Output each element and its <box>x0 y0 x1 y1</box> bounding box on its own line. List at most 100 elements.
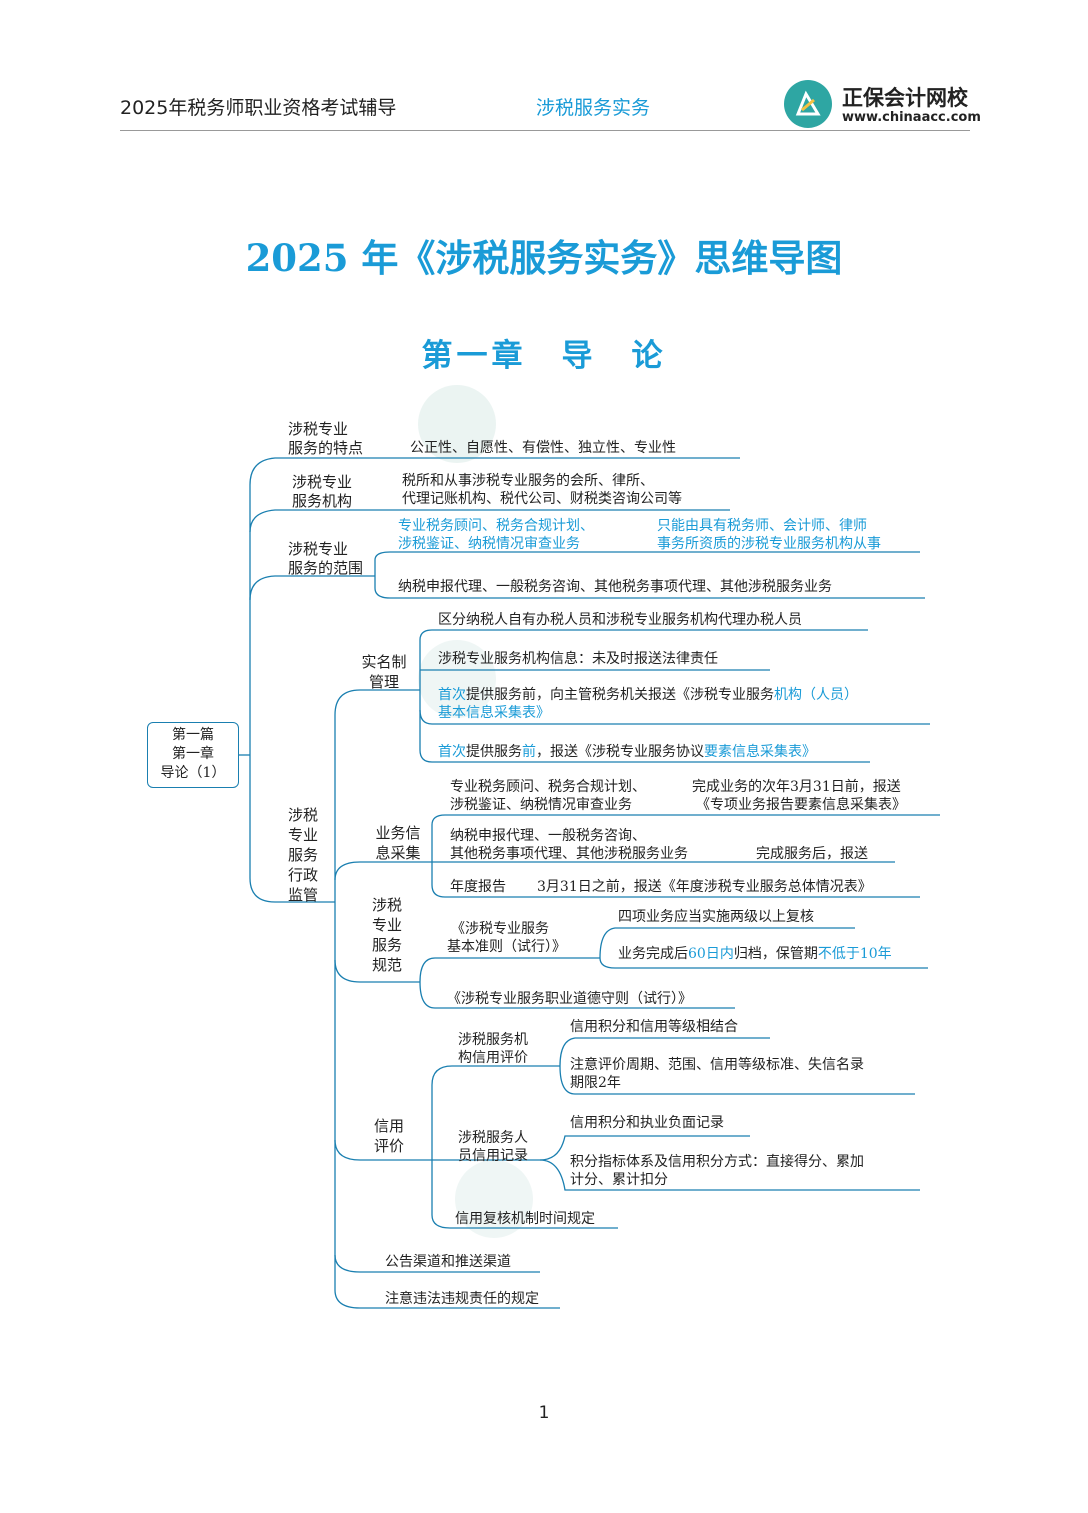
text-part: 归档，保管期 <box>733 946 818 962</box>
text-line: 完成业务的次年3月31日前，报送 <box>692 779 901 795</box>
text-line: 事务所资质的涉税专业服务机构从事 <box>657 536 881 552</box>
credit-person-item-1: 信用积分和执业负面记录 <box>570 1115 724 1131</box>
watermark-icon <box>455 1160 533 1238</box>
norms-item-archive: 业务完成后60日内归档，保管期不低于10年 <box>618 945 892 963</box>
root-line-3: 导论（1） <box>160 765 226 781</box>
node-admin-supervision-label: 涉税 专业 服务 行政 监管 <box>283 805 323 905</box>
text-line: 专业税务顾问、税务合规计划、 <box>450 779 646 795</box>
node-realname-label: 实名制 管理 <box>356 652 412 692</box>
label-line: 信用 <box>373 1117 404 1135</box>
node-features-label: 涉税专业 服务的特点 <box>288 420 363 458</box>
node-norms-label: 涉税 专业 服务 规范 <box>363 895 411 975</box>
root-line-2: 第一章 <box>172 746 214 762</box>
logo-name: 正保会计网校 <box>842 86 968 110</box>
node-scope-a-note: 只能由具有税务师、会计师、律师 事务所资质的涉税专业服务机构从事 <box>657 517 881 553</box>
text-line: 只能由具有税务师、会计师、律师 <box>657 518 867 534</box>
chapter-title: 第一章 导 论 <box>421 338 667 374</box>
node-scope-b: 纳税申报代理、一般税务咨询、其他税务事项代理、其他涉税服务业务 <box>398 579 832 595</box>
text-line: 涉税服务人 <box>458 1130 528 1146</box>
text-line: 基本准则（试行）》 <box>447 939 566 955</box>
label-line: 监管 <box>287 886 318 904</box>
highlight-first: 首次 <box>438 744 466 760</box>
highlight-text: 基本信息采集表》 <box>438 705 550 721</box>
realname-item-2: 涉税专业服务机构信息：未及时报送法律责任 <box>438 651 718 667</box>
credit-review: 信用复核机制时间规定 <box>455 1211 595 1227</box>
business-item-1-note: 完成业务的次年3月31日前，报送 《专项业务报告要素信息采集表》 <box>692 778 906 814</box>
business-item-3-note: 3月31日之前，报送《年度涉税专业服务总体情况表》 <box>537 879 872 895</box>
node-scope-label: 涉税专业 服务的范围 <box>288 540 363 578</box>
text-line: 涉税鉴证、纳税情况审查业务 <box>398 536 580 552</box>
label-line: 息采集 <box>375 844 421 862</box>
realname-item-3: 首次提供服务前，向主管税务机关报送《涉税专业服务机构（人员） 基本信息采集表》 <box>438 686 858 722</box>
node-institutions-text: 税所和从事涉税专业服务的会所、律所、 代理记账机构、税代公司、财税类咨询公司等 <box>402 472 682 508</box>
root-line-1: 第一篇 <box>172 727 214 743</box>
label-line: 专业 <box>371 916 402 934</box>
header-subject: 涉税服务实务 <box>536 97 651 119</box>
highlight-text: 前 <box>522 744 536 760</box>
text-line: 《专项业务报告要素信息采集表》 <box>696 797 906 813</box>
label-line: 行政 <box>287 866 318 884</box>
text-line: 纳税申报代理、一般税务咨询、 <box>450 828 646 844</box>
credit-org-item-1: 信用积分和信用等级相结合 <box>570 1019 738 1035</box>
highlight-first: 首次 <box>438 687 466 703</box>
business-item-3: 年度报告 <box>450 879 506 895</box>
text-line: 期限2年 <box>570 1075 621 1091</box>
node-features-text: 公正性、自愿性、有偿性、独立性、专业性 <box>410 440 676 456</box>
label-line: 专业 <box>287 826 318 844</box>
highlight-text: 要素信息采集表》 <box>704 744 816 760</box>
text-part: 提供服务 <box>466 744 522 760</box>
node-business-label: 业务信 息采集 <box>368 823 428 863</box>
business-item-2: 纳税申报代理、一般税务咨询、 其他税务事项代理、其他涉税服务业务 <box>450 827 688 863</box>
label-line: 实名制 <box>361 653 407 671</box>
logo-icon <box>784 80 832 128</box>
label-line: 服务机构 <box>292 492 353 510</box>
norms-basic-standard: 《涉税专业服务 基本准则（试行）》 <box>447 920 566 956</box>
label-line: 涉税专业 <box>288 420 349 438</box>
text-part: 业务完成后 <box>618 946 688 962</box>
credit-org-item-2: 注意评价周期、范围、信用等级标准、失信名录 期限2年 <box>570 1056 864 1092</box>
label-line: 业务信 <box>375 824 421 842</box>
node-credit-label: 信用 评价 <box>367 1116 411 1156</box>
node-announce: 公告渠道和推送渠道 <box>385 1254 511 1270</box>
node-institutions-label: 涉税专业 服务机构 <box>292 473 352 511</box>
node-scope-a: 专业税务顾问、税务合规计划、 涉税鉴证、纳税情况审查业务 <box>398 517 594 553</box>
text-line: 计分、累计扣分 <box>570 1172 668 1188</box>
text-line: 其他税务事项代理、其他涉税服务业务 <box>450 846 688 862</box>
label-line: 涉税 <box>287 806 318 824</box>
label-line: 服务 <box>287 846 318 864</box>
page-title: 2025 年《涉税服务实务》思维导图 <box>245 236 843 280</box>
label-line: 规范 <box>371 956 402 974</box>
text-line: 代理记账机构、税代公司、财税类咨询公司等 <box>402 491 682 507</box>
business-item-2-note: 完成服务后，报送 <box>756 846 868 862</box>
text-part: ，报送《涉税专业服务协议 <box>536 744 704 760</box>
header-divider <box>120 130 970 131</box>
credit-org-label: 涉税服务机 构信用评价 <box>458 1031 528 1067</box>
highlight-text: 不低于10年 <box>817 946 892 962</box>
norms-ethics-code: 《涉税专业服务职业道德守则（试行）》 <box>447 991 692 1007</box>
text-line: 涉税鉴证、纳税情况审查业务 <box>450 797 632 813</box>
page-number: 1 <box>538 1403 550 1423</box>
label-line: 涉税 <box>371 896 402 914</box>
node-liability: 注意违法违规责任的规定 <box>385 1291 539 1307</box>
label-line: 服务 <box>371 936 402 954</box>
label-line: 涉税专业 <box>292 473 353 491</box>
realname-item-4: 首次提供服务前，报送《涉税专业服务协议要素信息采集表》 <box>438 743 816 761</box>
norms-item-review: 四项业务应当实施两级以上复核 <box>618 909 814 925</box>
label-line: 服务的范围 <box>288 559 364 577</box>
text-line: 员信用记录 <box>458 1148 528 1164</box>
label-line: 评价 <box>373 1137 404 1155</box>
text-line: 专业税务顾问、税务合规计划、 <box>398 518 594 534</box>
watermark-icon <box>418 385 496 463</box>
logo-url: www.chinaacc.com <box>842 110 981 125</box>
text-line: 构信用评价 <box>458 1050 528 1066</box>
text-line: 税所和从事涉税专业服务的会所、律所、 <box>402 473 654 489</box>
label-line: 管理 <box>368 673 399 691</box>
text-part: 提供服务前，向主管税务机关报送《涉税专业服务 <box>466 687 774 703</box>
label-line: 服务的特点 <box>288 439 364 457</box>
header-left-title: 2025年税务师职业资格考试辅导 <box>120 97 397 119</box>
text-line: 《涉税专业服务 <box>451 921 549 937</box>
highlight-text: 60日内 <box>688 946 734 962</box>
credit-person-label: 涉税服务人 员信用记录 <box>458 1129 528 1165</box>
text-line: 积分指标体系及信用积分方式：直接得分、累加 <box>570 1154 864 1170</box>
